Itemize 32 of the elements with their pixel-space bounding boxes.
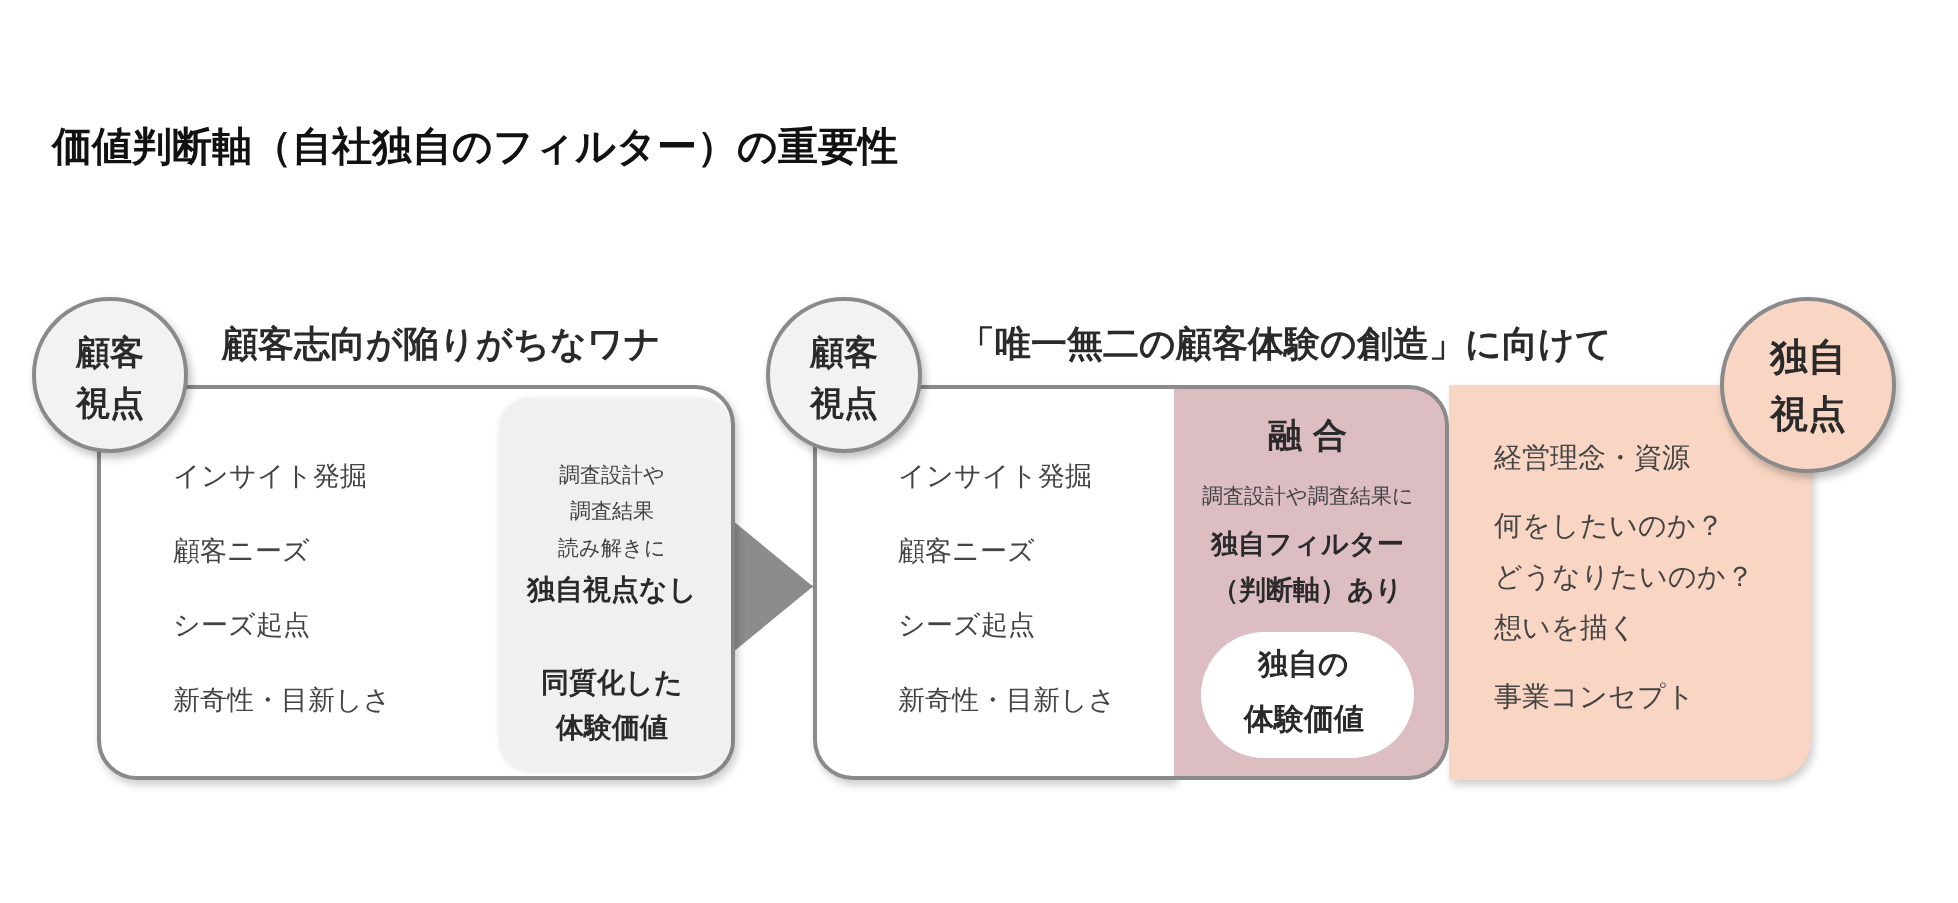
list-item: 経営理念・資源 xyxy=(1494,441,1690,475)
caption-text: 調査結果 xyxy=(568,499,655,525)
list-item: シーズ起点 xyxy=(173,609,310,642)
arrow xyxy=(734,522,814,651)
list-item: 顧客ニーズ xyxy=(898,535,1035,568)
pill-label: 独自の xyxy=(1256,646,1350,682)
emphasis-text: 同質化した体験価値 xyxy=(539,665,684,746)
list-item: 事業コンセプト xyxy=(1494,680,1695,714)
list-item: 新奇性・目新しさ xyxy=(173,684,391,717)
emphasis-text: 独自視点なし xyxy=(525,573,698,607)
title: 価値判断軸（自社独自のフィルター）の重要性 xyxy=(52,122,898,170)
list-item: 顧客ニーズ xyxy=(173,535,310,568)
fusion-box xyxy=(1174,385,1449,780)
panel-heading: 「唯一無二の顧客体験の創造」に向けて xyxy=(959,322,1612,366)
list-item: どうなりたいのか？ xyxy=(1494,560,1754,594)
list-item: インサイト発掘 xyxy=(898,460,1092,493)
circle-label: 顧客視点 xyxy=(808,331,879,425)
circle-label: 独自視点 xyxy=(1768,334,1847,438)
circle-label: 顧客視点 xyxy=(74,331,145,425)
caption-text: 読み解きに xyxy=(556,536,667,562)
list-item: 新奇性・目新しさ xyxy=(898,684,1116,717)
list-item: シーズ起点 xyxy=(898,609,1035,642)
pill-label: 体験価値 xyxy=(1242,701,1365,737)
list-item: 何をしたいのか？ xyxy=(1494,509,1724,543)
panel-heading: 顧客志向が陥りがちなワナ xyxy=(222,322,661,366)
caption-text: 調査設計や xyxy=(557,463,666,489)
box-heading: 融 合 xyxy=(1266,415,1349,456)
list-item: インサイト発掘 xyxy=(173,460,367,493)
emphasis-text: 独自フィルター（判断軸）あり xyxy=(1209,527,1405,607)
inner-box xyxy=(500,399,731,771)
caption-text: 調査設計や調査結果に xyxy=(1200,484,1415,510)
list-item: 想いを描く xyxy=(1494,611,1637,645)
